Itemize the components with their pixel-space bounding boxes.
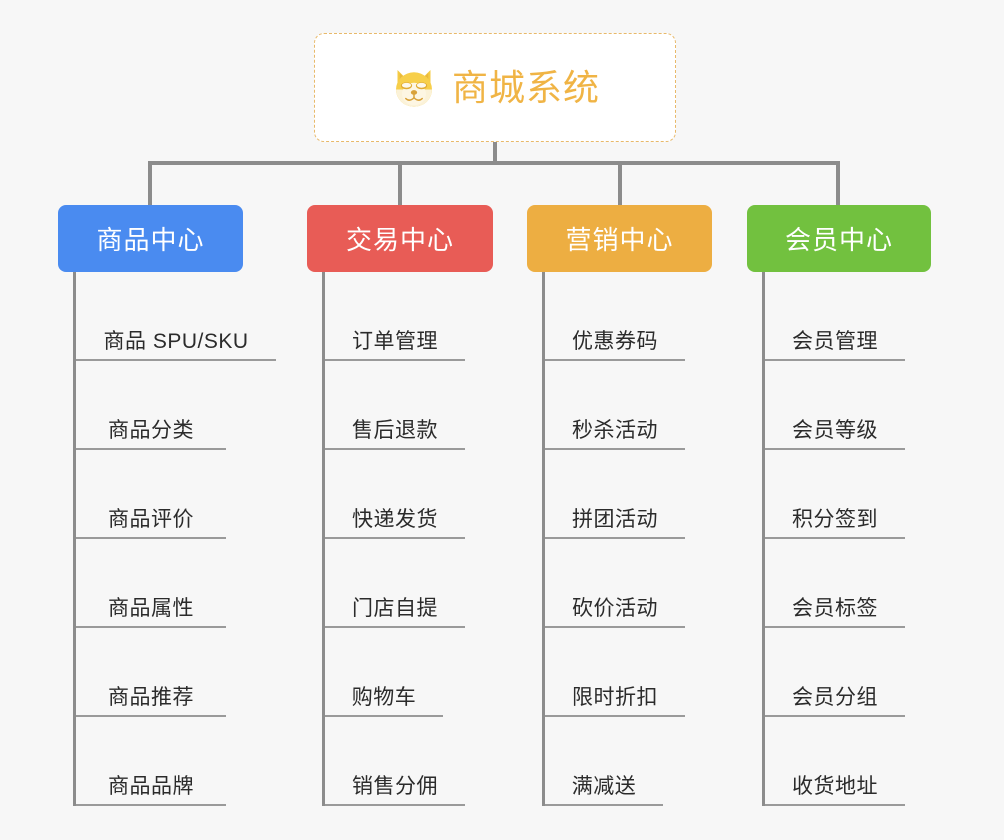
leaf-item-label: 订单管理 — [352, 329, 438, 353]
leaf-item-label: 收货地址 — [792, 774, 878, 798]
leaf-item[interactable]: 订单管理 — [325, 272, 465, 361]
connector-horizontal-bus — [148, 161, 840, 165]
leaf-item[interactable]: 会员标签 — [765, 539, 905, 628]
connector-drop-member-center — [836, 161, 840, 205]
category-box-member-center[interactable]: 会员中心 — [747, 205, 931, 272]
leaf-spine-marketing-center — [542, 272, 545, 806]
connector-drop-trade-center — [398, 161, 402, 205]
leaf-item[interactable]: 商品分类 — [76, 361, 226, 450]
leaf-item[interactable]: 砍价活动 — [545, 539, 685, 628]
leaf-item[interactable]: 商品推荐 — [76, 628, 226, 717]
leaf-item[interactable]: 收货地址 — [765, 717, 905, 806]
leaf-item-label: 会员标签 — [792, 596, 878, 620]
leaf-item-label: 会员等级 — [792, 418, 878, 442]
category-box-trade-center[interactable]: 交易中心 — [307, 205, 493, 272]
leaf-item-label: 限时折扣 — [572, 685, 658, 709]
connector-root-stem — [493, 142, 497, 164]
category-label-member-center: 会员中心 — [784, 225, 893, 255]
leaf-item-label: 拼团活动 — [572, 507, 658, 531]
leaf-item[interactable]: 会员管理 — [765, 272, 905, 361]
leaf-item[interactable]: 售后退款 — [325, 361, 465, 450]
leaf-item-label: 优惠券码 — [572, 329, 658, 353]
category-box-marketing-center[interactable]: 营销中心 — [527, 205, 712, 272]
leaf-item-label: 商品品牌 — [108, 774, 194, 798]
category-box-product-center[interactable]: 商品中心 — [58, 205, 243, 272]
leaf-item-label: 商品分类 — [108, 418, 194, 442]
leaf-item-label: 商品推荐 — [108, 685, 194, 709]
leaf-item[interactable]: 限时折扣 — [545, 628, 685, 717]
leaf-item[interactable]: 快递发货 — [325, 450, 465, 539]
leaf-item[interactable]: 商品 SPU/SKU — [76, 272, 276, 361]
leaf-item-label: 商品属性 — [108, 596, 194, 620]
leaf-item[interactable]: 会员分组 — [765, 628, 905, 717]
connector-drop-product-center — [148, 161, 152, 205]
leaf-item[interactable]: 销售分佣 — [325, 717, 465, 806]
category-label-trade-center: 交易中心 — [345, 225, 454, 255]
leaf-item[interactable]: 商品评价 — [76, 450, 226, 539]
leaf-item-label: 门店自提 — [352, 596, 438, 620]
leaf-item-label: 会员分组 — [792, 685, 878, 709]
leaf-item-label: 商品评价 — [108, 507, 194, 531]
leaf-item-label: 秒杀活动 — [572, 418, 658, 442]
connector-drop-marketing-center — [618, 161, 622, 205]
leaf-item[interactable]: 秒杀活动 — [545, 361, 685, 450]
leaf-item-label: 购物车 — [351, 685, 417, 709]
leaf-item-label: 砍价活动 — [572, 596, 658, 620]
root-node-title: 商城系统 — [451, 66, 600, 108]
root-node-card[interactable]: 商城系统 — [314, 33, 676, 142]
leaf-spine-member-center — [762, 272, 765, 806]
leaf-item[interactable]: 优惠券码 — [545, 272, 685, 361]
leaf-item-label: 商品 SPU/SKU — [103, 329, 249, 353]
leaf-item[interactable]: 积分签到 — [765, 450, 905, 539]
leaf-item-label: 满减送 — [571, 774, 637, 798]
leaf-item-label: 积分签到 — [792, 507, 878, 531]
leaf-item[interactable]: 拼团活动 — [545, 450, 685, 539]
leaf-item-label: 售后退款 — [352, 418, 438, 442]
leaf-item[interactable]: 商品属性 — [76, 539, 226, 628]
leaf-item-label: 会员管理 — [792, 329, 878, 353]
category-label-marketing-center: 营销中心 — [565, 225, 674, 255]
leaf-spine-trade-center — [322, 272, 325, 806]
leaf-item-label: 快递发货 — [352, 507, 438, 531]
leaf-item[interactable]: 购物车 — [325, 628, 443, 717]
shiba-dog-face-icon — [395, 69, 432, 107]
leaf-item[interactable]: 满减送 — [545, 717, 663, 806]
leaf-item[interactable]: 商品品牌 — [76, 717, 226, 806]
leaf-spine-product-center — [73, 272, 76, 806]
category-label-product-center: 商品中心 — [96, 225, 205, 255]
leaf-item[interactable]: 会员等级 — [765, 361, 905, 450]
leaf-item-label: 销售分佣 — [352, 774, 438, 798]
leaf-item[interactable]: 门店自提 — [325, 539, 465, 628]
